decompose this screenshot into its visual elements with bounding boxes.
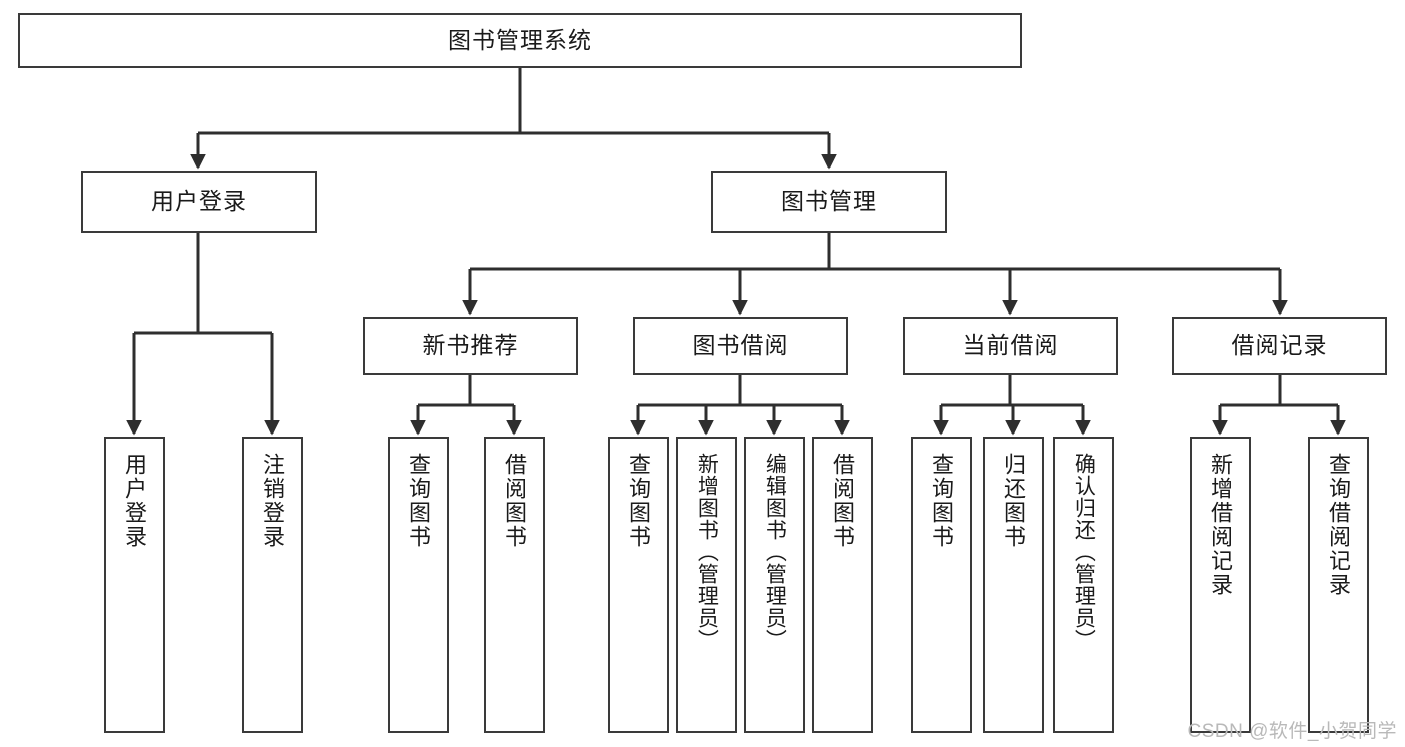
leaf-logout[interactable]: 注销登录 (242, 437, 303, 733)
csdn-watermark: CSDN @软件_小贺同学 (1187, 721, 1397, 742)
node-borrow-record[interactable]: 借阅记录 (1172, 317, 1387, 375)
leaf-user-login[interactable]: 用户登录 (104, 437, 165, 733)
leaf-edit-book-admin[interactable]: 编辑图书（管理员） (744, 437, 805, 733)
leaf-add-borrow-record[interactable]: 新增借阅记录 (1190, 437, 1251, 733)
leaf-return-book-label: 归还图书 (1001, 453, 1027, 549)
leaf-confirm-return-admin[interactable]: 确认归还（管理员） (1053, 437, 1114, 733)
node-borrow-record-label: 借阅记录 (1231, 332, 1328, 359)
leaf-query-book-bb-label: 查询图书 (626, 453, 652, 549)
node-book-manage-label: 图书管理 (781, 188, 877, 215)
leaf-query-book-bb[interactable]: 查询图书 (608, 437, 669, 733)
leaf-query-book-cb-label: 查询图书 (929, 453, 955, 549)
leaf-borrow-book-nb[interactable]: 借阅图书 (484, 437, 545, 733)
leaf-logout-label: 注销登录 (260, 453, 286, 549)
leaf-user-login-label: 用户登录 (122, 453, 148, 549)
node-new-book-recommend-label: 新书推荐 (422, 332, 519, 359)
node-book-borrow-label: 图书借阅 (692, 332, 789, 359)
node-book-manage[interactable]: 图书管理 (711, 171, 947, 233)
leaf-query-borrow-record-label: 查询借阅记录 (1326, 453, 1352, 597)
node-book-borrow[interactable]: 图书借阅 (633, 317, 848, 375)
node-current-borrow-label: 当前借阅 (962, 332, 1059, 359)
leaf-edit-book-admin-label: 编辑图书（管理员） (763, 453, 787, 651)
leaf-confirm-return-admin-label: 确认归还（管理员） (1072, 453, 1096, 651)
leaf-add-book-admin[interactable]: 新增图书（管理员） (676, 437, 737, 733)
node-root-label: 图书管理系统 (448, 26, 592, 53)
leaf-query-book-cb[interactable]: 查询图书 (911, 437, 972, 733)
leaf-borrow-book-nb-label: 借阅图书 (502, 453, 528, 549)
leaf-borrow-book-bb-label: 借阅图书 (830, 453, 856, 549)
leaf-query-borrow-record[interactable]: 查询借阅记录 (1308, 437, 1369, 733)
leaf-return-book[interactable]: 归还图书 (983, 437, 1044, 733)
node-user-login-label: 用户登录 (151, 188, 247, 215)
leaf-borrow-book-bb[interactable]: 借阅图书 (812, 437, 873, 733)
leaf-query-book-nb-label: 查询图书 (406, 453, 432, 549)
node-new-book-recommend[interactable]: 新书推荐 (363, 317, 578, 375)
leaf-add-book-admin-label: 新增图书（管理员） (695, 453, 719, 651)
node-current-borrow[interactable]: 当前借阅 (903, 317, 1118, 375)
leaf-query-book-nb[interactable]: 查询图书 (388, 437, 449, 733)
leaf-add-borrow-record-label: 新增借阅记录 (1208, 453, 1234, 597)
node-user-login[interactable]: 用户登录 (81, 171, 317, 233)
node-root[interactable]: 图书管理系统 (18, 13, 1022, 68)
